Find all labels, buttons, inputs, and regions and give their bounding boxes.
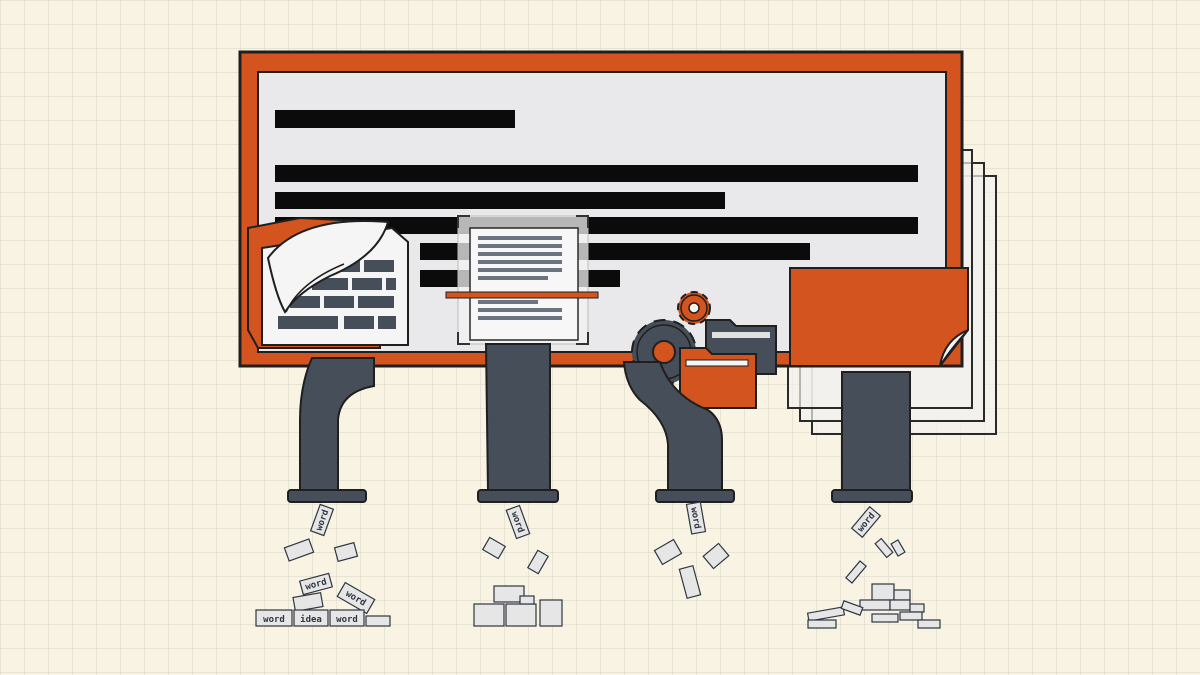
scan-line: [445, 291, 599, 299]
output-pipes: [287, 343, 913, 503]
gear-icon: [677, 291, 711, 325]
pipe-3: [622, 361, 723, 493]
word-tile: word: [688, 507, 702, 530]
redacted-line: [275, 217, 918, 234]
tile-pile-3: word: [653, 501, 730, 600]
folder-icon: [679, 319, 777, 409]
pipe-4: [841, 371, 911, 493]
tile-pile-4: word: [806, 505, 941, 629]
tile-pile-1: word word word word idea word: [255, 503, 391, 627]
idea-tile: idea: [300, 614, 322, 625]
pipe-2: [484, 343, 551, 493]
orange-note-icon: [789, 267, 969, 367]
word-tile: word: [263, 615, 285, 625]
redacted-title-line: [275, 110, 515, 128]
redacted-line: [275, 192, 725, 209]
redacted-line: [275, 165, 918, 182]
document-scan-icon: [445, 215, 599, 345]
tile-pile-2: word: [473, 504, 563, 627]
brick-document-icon: [247, 216, 409, 349]
word-tile: word: [336, 615, 358, 625]
